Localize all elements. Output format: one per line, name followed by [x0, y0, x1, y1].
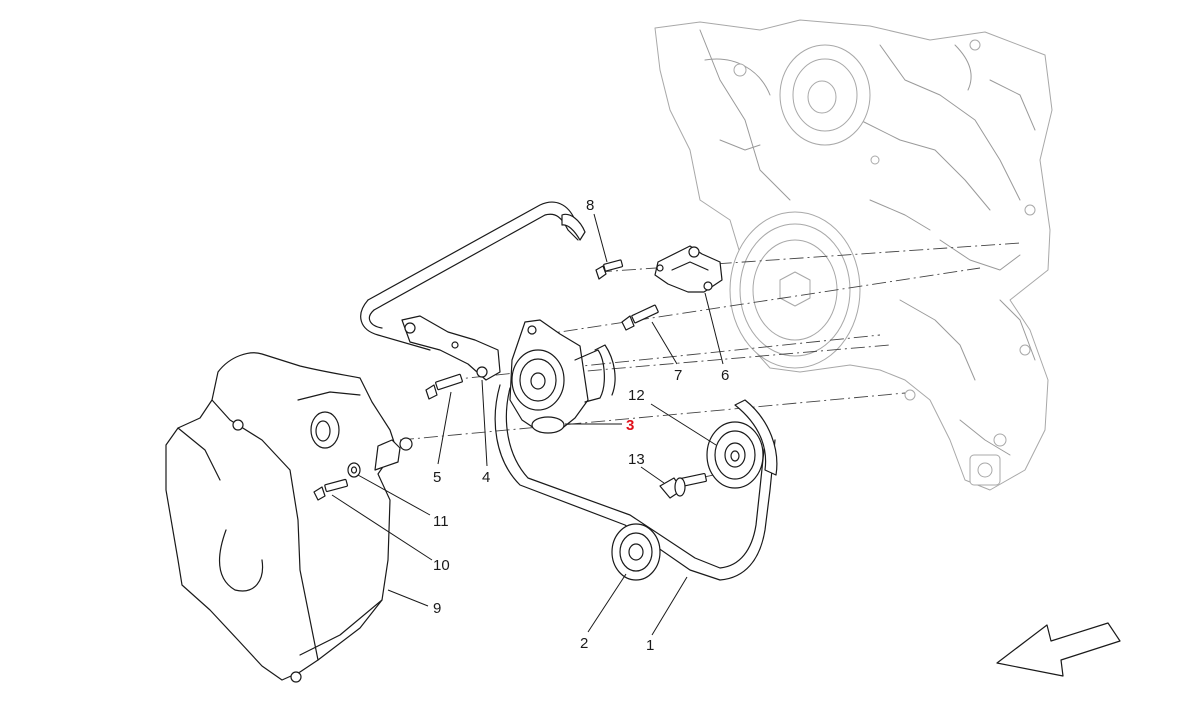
- bolt-5: [425, 373, 463, 400]
- washer-11: [347, 462, 361, 478]
- idler-pulley-small: [611, 523, 661, 581]
- callout-2: 2: [580, 635, 588, 652]
- callout-3: 3: [626, 417, 634, 434]
- idler-pulley-large: [706, 421, 764, 489]
- bolt-7: [621, 304, 659, 331]
- leader-lines: [331, 213, 724, 636]
- arrow-down-left-icon: [996, 622, 1121, 677]
- engine-block-ghost: [654, 19, 1053, 491]
- bolt-13: [659, 472, 707, 499]
- belt-cover: [165, 352, 413, 683]
- callout-10: 10: [433, 557, 450, 574]
- callout-12: 12: [628, 387, 645, 404]
- callout-9: 9: [433, 600, 441, 617]
- callout-4: 4: [482, 469, 490, 486]
- callout-13: 13: [628, 451, 645, 468]
- callout-7: 7: [674, 367, 682, 384]
- callout-labels: 1 2 3 4 5 6 7 8 9 10 11 12 13: [433, 197, 729, 654]
- idler-mount: [654, 245, 723, 293]
- callout-6: 6: [721, 367, 729, 384]
- callout-11: 11: [433, 513, 449, 530]
- bolt-10: [313, 478, 349, 501]
- tensioner-bracket: [401, 315, 501, 381]
- belt-tensioner: [509, 319, 605, 434]
- callout-5: 5: [433, 469, 441, 486]
- bolt-8: [595, 259, 624, 280]
- callout-1: 1: [646, 637, 654, 654]
- callout-8: 8: [586, 197, 594, 214]
